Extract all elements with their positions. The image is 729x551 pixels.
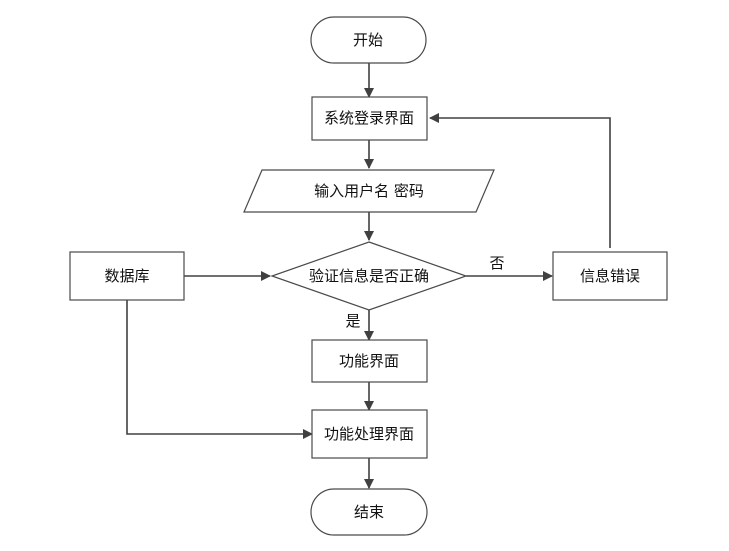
error-node: 信息错误 [552,251,668,301]
database-node: 数据库 [69,251,185,301]
end-node: 结束 [310,488,428,536]
login-node: 系统登录界面 [311,96,428,141]
login-label: 系统登录界面 [324,109,414,127]
input-label: 输入用户名 密码 [314,182,424,200]
start-node: 开始 [310,16,427,64]
arrow-error-to-login [429,113,611,248]
end-label: 结束 [354,503,384,521]
process-node: 功能处理界面 [311,409,428,459]
error-label: 信息错误 [580,267,640,285]
connectors [126,63,611,489]
func-node: 功能界面 [311,339,428,383]
start-label: 开始 [353,31,383,49]
input-node: 输入用户名 密码 [243,169,495,213]
no-label: 否 [489,254,504,272]
arrow-database-to-process [126,300,313,439]
check-label: 验证信息是否正确 [309,267,429,285]
func-label: 功能界面 [339,352,399,370]
database-label: 数据库 [104,267,149,285]
check-node: 验证信息是否正确 [270,241,468,311]
yes-label: 是 [345,312,360,330]
process-label: 功能处理界面 [324,425,414,443]
